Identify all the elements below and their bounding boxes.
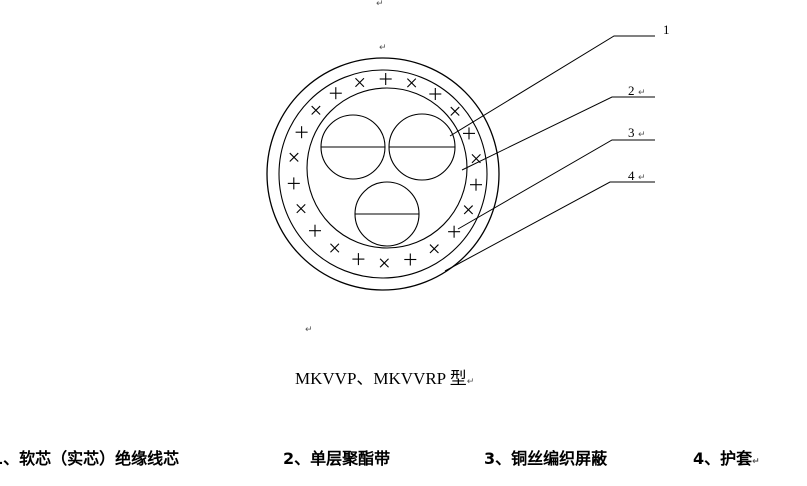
- callout-number-2: 2: [628, 83, 635, 98]
- paragraph-mark: ↵: [638, 88, 646, 98]
- paragraph-mark: ↵: [376, 0, 384, 9]
- braid-cross-mark: [448, 225, 461, 238]
- braid-cross-mark: [429, 244, 439, 254]
- figure-caption: MKVVP、MKVVRP 型↵: [295, 364, 474, 389]
- outer-sheath-circle: [266, 57, 500, 291]
- braid-cross-mark: [355, 77, 365, 88]
- braid-cross-mark: [295, 126, 308, 139]
- braid-cross-mark: [330, 243, 340, 253]
- callout-number-1: 1: [663, 22, 670, 37]
- braid-cross-mark: [311, 105, 321, 115]
- legend-item-4-text: 4、护套: [693, 449, 753, 468]
- legend-item-3: 3、铜丝编织屏蔽: [484, 449, 608, 468]
- braid-cross-mark: [406, 78, 417, 88]
- paragraph-mark: ↵: [305, 325, 313, 335]
- braid-cross-mark: [289, 152, 299, 162]
- leader-line-3: [457, 139, 655, 230]
- polyester-tape-circle: [306, 87, 468, 249]
- leader-line-4: [444, 181, 655, 272]
- legend-item-1: 1、软芯（实芯）绝缘线芯: [0, 449, 180, 468]
- braid-cross-mark: [471, 153, 481, 164]
- insulated-core-right: [388, 113, 456, 181]
- paragraph-mark: ↵: [466, 377, 475, 387]
- braid-cross-mark: [463, 127, 475, 140]
- braid-cross-mark: [296, 203, 306, 214]
- braid-cross-mark: [470, 178, 482, 191]
- braid-cross-mark: [287, 177, 300, 190]
- braid-cross-mark: [309, 224, 321, 237]
- legend-item-2: 2、单层聚酯带: [283, 449, 391, 468]
- callout-number-3: 3: [628, 125, 635, 140]
- paragraph-mark: ↵: [752, 457, 760, 467]
- callout-number-4: 4: [628, 168, 635, 183]
- paragraph-mark: ↵: [638, 173, 646, 183]
- callout-leader-lines: [444, 35, 655, 272]
- legend-item-4: 4、护套↵: [693, 445, 760, 469]
- braid-cross-mark: [329, 87, 342, 100]
- paragraph-mark: ↵: [379, 43, 387, 53]
- leader-line-1: [449, 35, 655, 137]
- braid-cross-mark: [379, 73, 392, 85]
- insulated-core-bottom: [354, 181, 420, 247]
- caption-text: MKVVP、MKVVRP 型: [295, 369, 467, 388]
- braid-cross-mark: [352, 253, 365, 266]
- sheath-inner-circle: [278, 69, 488, 279]
- paragraph-mark: ↵: [638, 130, 646, 140]
- insulated-core-left: [320, 114, 386, 180]
- braid-cross-mark: [379, 258, 389, 268]
- braid-cross-mark: [463, 205, 474, 215]
- leader-line-2: [461, 96, 655, 171]
- braid-cross-mark: [404, 253, 417, 266]
- braid-cross-mark: [429, 88, 442, 100]
- braid-cross-mark: [450, 106, 460, 116]
- copper-braid-shield-marks: [287, 73, 482, 268]
